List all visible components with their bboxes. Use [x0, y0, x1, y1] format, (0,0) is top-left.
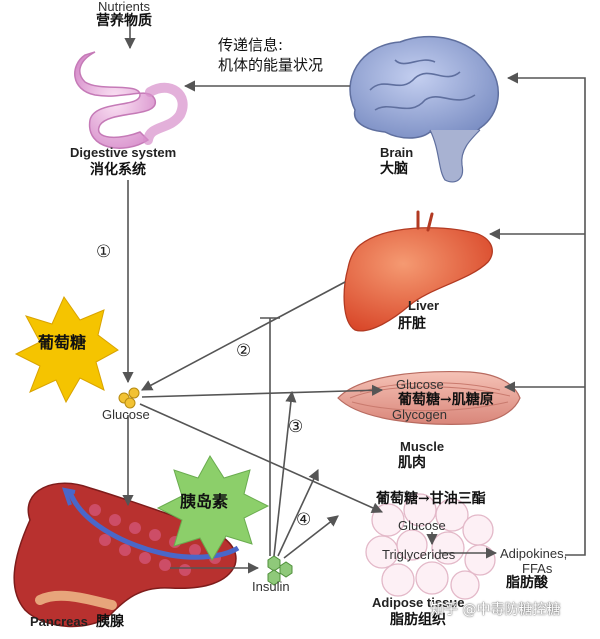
adipokines-label: Adipokines,	[500, 546, 568, 561]
step-3-marker: ③	[288, 417, 304, 437]
adipose-label-zh: 脂肪组织	[390, 612, 446, 628]
adipose-triglycerides-label: Triglycerides	[382, 547, 456, 562]
liver-icon	[343, 210, 493, 332]
muscle-label-zh: 肌肉	[398, 455, 426, 471]
muscle-glucose-label: Glucose	[396, 377, 444, 392]
muscle-icon	[337, 371, 521, 425]
step-4-marker: ④	[296, 510, 312, 530]
muscle-glycogen-label: Glycogen	[392, 407, 447, 422]
brain-icon	[349, 35, 499, 183]
digestive-label-en: Digestive system	[70, 145, 177, 160]
nutrients-label-en: Nutrients	[98, 0, 151, 14]
step-2-marker: ②	[236, 341, 252, 361]
muscle-conversion-note: 葡萄糖→肌糖原	[398, 392, 494, 408]
nutrients-label-zh: 营养物质	[96, 13, 152, 29]
insulin-burst-label: 胰岛素	[180, 492, 229, 511]
insulin-molecules-icon	[267, 555, 293, 586]
adipose-glucose-label: Glucose	[398, 518, 446, 533]
pancreas-label-en: Pancreas	[30, 614, 88, 629]
adipose-label-en: Adipose tissue	[372, 595, 465, 610]
signal-note-line1: 传递信息:	[218, 36, 284, 54]
watermark: 知乎 @中毒防糖控糖	[430, 602, 561, 618]
glucose-burst	[14, 295, 119, 404]
glucose-label: Glucose	[102, 407, 150, 422]
ffas-label: FFAs	[522, 561, 553, 576]
glucose-burst-label: 葡萄糖	[38, 333, 87, 352]
liver-label-zh: 肝脏	[398, 316, 426, 332]
insulin-label: Insulin	[252, 579, 290, 594]
insulin-burst	[156, 455, 270, 562]
glucose-molecules-icon	[118, 387, 140, 409]
liver-label-en: Liver	[408, 298, 440, 313]
fatty-acid-label-zh: 脂肪酸	[506, 575, 548, 591]
digestive-label-zh: 消化系统	[90, 162, 146, 178]
pancreas-label-zh: 胰腺	[96, 614, 124, 630]
brain-label-zh: 大脑	[380, 161, 408, 177]
intestine-icon	[74, 51, 188, 149]
muscle-label-en: Muscle	[400, 439, 445, 454]
adipose-conversion-note: 葡萄糖→甘油三酯	[376, 491, 486, 507]
signal-note-line2: 机体的能量状况	[218, 56, 324, 74]
step-1-marker: ①	[96, 242, 112, 262]
brain-label-en: Brain	[380, 145, 414, 160]
